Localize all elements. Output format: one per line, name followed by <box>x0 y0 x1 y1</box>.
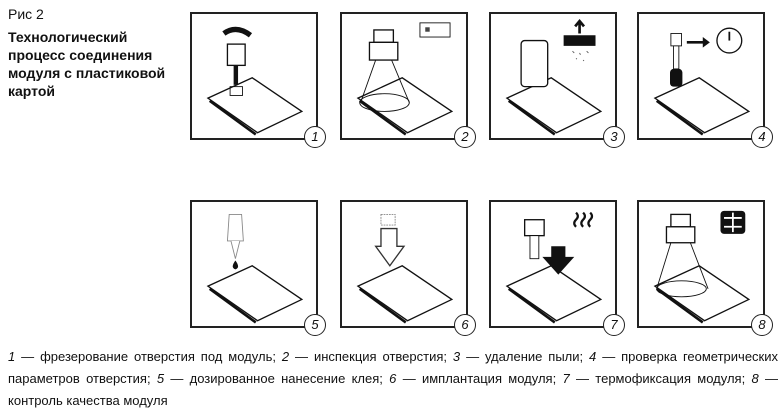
figure-caption: 1 — фрезерование отверстия под модуль; 2… <box>8 346 778 412</box>
process-step-panel-4: 4 <box>637 12 773 148</box>
process-step-panel-2: 2 <box>340 12 476 148</box>
process-step-panel-7: 7 <box>489 200 625 336</box>
step-illustration <box>356 22 454 136</box>
caption-item: 5 — дозированное нанесение клея; <box>156 371 390 386</box>
process-step-panel-6: 6 <box>340 200 476 336</box>
step-illustration <box>356 213 454 324</box>
caption-item: 6 — имплантация модуля; <box>389 371 563 386</box>
step-number: 2 <box>454 126 476 148</box>
caption-item: 1 — фрезерование отверстия под модуль; <box>8 349 282 364</box>
process-step-panel-5: 5 <box>190 200 326 336</box>
step-illustration <box>206 213 304 324</box>
step-illustration <box>653 210 751 324</box>
step-number: 1 <box>304 126 326 148</box>
process-step-panel-8: 8 <box>637 200 773 336</box>
process-step-panel-3: 3 <box>489 12 625 148</box>
process-step-panel-1: 1 <box>190 12 326 148</box>
caption-item: 7 — термофиксация модуля; <box>562 371 752 386</box>
step-number: 7 <box>603 314 625 336</box>
step-illustration <box>206 26 304 136</box>
caption-item: 8 — контроль качества модуля <box>8 371 778 408</box>
step-number: 6 <box>454 314 476 336</box>
step-number: 8 <box>751 314 773 336</box>
caption-item: 3 — удаление пыли; <box>452 349 590 364</box>
step-illustration <box>505 211 603 324</box>
figure-label: Рис 2 <box>8 6 44 22</box>
caption-item: 4 — проверка геометрических параметров о… <box>8 349 779 386</box>
step-illustration <box>653 27 751 136</box>
step-number: 4 <box>751 126 773 148</box>
step-number: 3 <box>603 126 625 148</box>
figure-title: Технологический процесс соединения модул… <box>8 29 166 99</box>
step-number: 5 <box>304 314 326 336</box>
step-illustration <box>505 19 603 136</box>
caption-item: 2 — инспекция отверстия; <box>281 349 453 364</box>
